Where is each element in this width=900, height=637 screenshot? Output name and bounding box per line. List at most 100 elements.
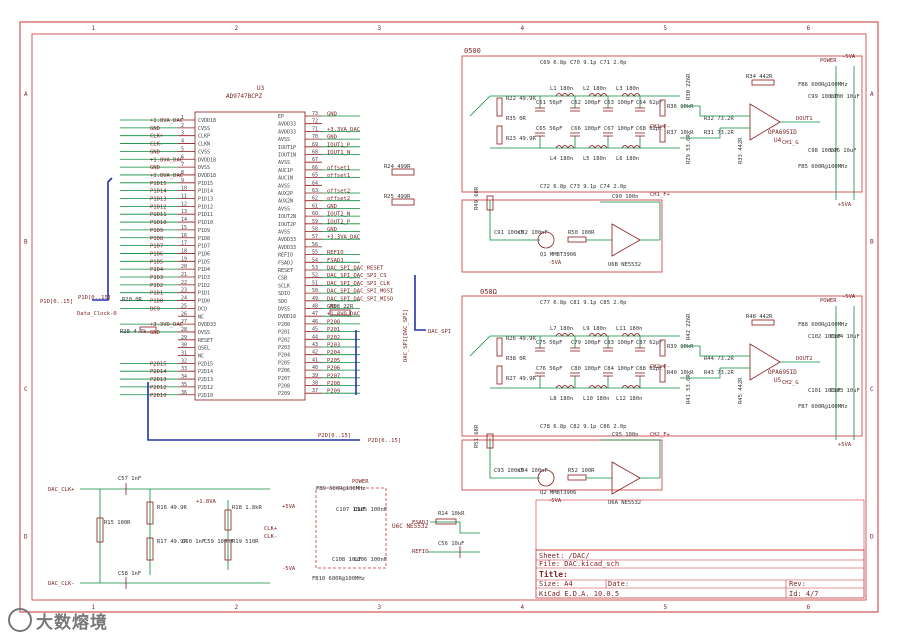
u3-pin-num: 11 — [181, 194, 187, 200]
u3-pin-name: P2D10 — [198, 393, 213, 399]
cap-bot-label: C82 9.1p — [570, 424, 597, 430]
u3-pin-name: P1D12 — [198, 204, 213, 210]
u3-pin-num: 65 — [312, 173, 318, 179]
tb-tool: KiCad E.D.A. 10.0.5 — [539, 590, 619, 598]
clock-input-network[interactable]: DAC_CLK+ DAC_CLK- R15 100R C57 1nF C58 1… — [48, 476, 278, 590]
u3-value: AD9747BCPZ — [226, 93, 263, 100]
power-box — [315, 487, 387, 569]
frame-col-bottom-3: 3 — [378, 604, 382, 611]
r19-resistor — [224, 539, 232, 561]
r15-label: R15 100R — [104, 520, 131, 526]
inductor-top — [555, 333, 575, 337]
tb-rev: Rev: — [789, 580, 806, 588]
r-amp-label: R44 73.2R — [704, 356, 734, 362]
power-filter[interactable]: POWER FB9 600R@100MHz +5VA C107 10uF C10… — [282, 479, 429, 582]
u3-pin-num: 61 — [312, 203, 318, 209]
u3-pin-name: P1D8 — [198, 236, 210, 242]
u3-net-label: GND — [327, 112, 337, 118]
opamp-ref: U4 — [774, 137, 782, 144]
r-term-label: R37 10kR — [667, 130, 694, 136]
u3-pin-num: 43 — [312, 342, 318, 348]
u3-pin-name: P200 — [278, 322, 290, 328]
u3-net-label: P1D3 — [150, 275, 163, 281]
u3-pin-name: P2D12 — [198, 385, 213, 391]
inductor-top-label: L1 180n — [550, 86, 573, 92]
u3-pin-num: 64 — [312, 180, 318, 186]
ch2-bias-box — [461, 439, 663, 491]
u3-pin-name: SDIO — [278, 291, 290, 297]
inductor-bot-label: L10 180n — [583, 396, 610, 402]
inductor-top — [588, 333, 608, 337]
out-gnd-label: CH1_G — [782, 140, 799, 146]
inductor-top-label: L11 180n — [616, 326, 643, 332]
r-fb-resistor — [751, 319, 775, 326]
u3-net-label: P205 — [327, 358, 340, 364]
r-amp-label: R33 442R — [738, 137, 744, 164]
inductor-bot-label: L6 180n — [616, 156, 639, 162]
u3-pin-name: FSADJ — [278, 260, 293, 266]
clk-vcc-label: +1.8VA — [196, 499, 217, 505]
r-fb-label: R48 442R — [746, 314, 773, 320]
r-in-resistor — [496, 337, 503, 357]
u3-net-label: GND — [150, 126, 160, 132]
dac-clk-n-label: DAC_CLK- — [48, 581, 75, 587]
title-block: Sheet: /DAC/ File: DAC.kicad_sch Title: … — [535, 499, 865, 599]
u3-pin-num: 17 — [181, 241, 187, 247]
u3-pin-num: 34 — [181, 374, 187, 380]
u3-net-label: GND — [327, 135, 337, 141]
clk-out-n-label: CLK- — [264, 534, 277, 540]
u3-body — [194, 111, 306, 401]
bias-cfb-label: C95 100n — [612, 432, 639, 438]
inner-frame — [31, 33, 867, 601]
r-amp-label: R43 73.2R — [704, 370, 734, 376]
u3-pin-name: CVSS — [198, 149, 210, 155]
cap-top-label: C77 6.8p — [540, 300, 567, 306]
reference-network[interactable]: FSADJ R14 10kR REFIO C56 10uF — [412, 511, 480, 558]
u3-net-label: P1D1 — [150, 291, 163, 297]
shunt-bot-label: C80 100pF — [571, 366, 601, 372]
u3-pin-num: 70 — [312, 134, 318, 140]
bias-opamp-label: U6B NE5532 — [608, 262, 641, 268]
u3-net-label: P1D10 — [150, 220, 167, 226]
decap-label: C104 10uF — [830, 334, 860, 340]
u3-pin-name: IOUT2P — [278, 222, 296, 228]
shunt-bot-label: C84 100pF — [604, 366, 634, 372]
u3-pin-name: CLKN — [198, 142, 210, 148]
u3-pin-name: P209 — [278, 391, 290, 397]
r-in-label: R26 49.9R — [506, 336, 536, 342]
u3-pin-name: REFIO — [278, 253, 293, 259]
cap-top-label: C81 9.1p — [570, 300, 597, 306]
r20-label: R20 0R — [122, 297, 143, 303]
u3-net-label: DAC_SPI_DAC_SPI_CS — [327, 273, 387, 279]
u3-pin-num: 72 — [312, 119, 318, 125]
cap-bot-label: C86 2.0p — [600, 424, 627, 430]
u3-pin-name: P1D3 — [198, 275, 210, 281]
u3-pin-num: 45 — [312, 327, 318, 333]
title-block-upper — [535, 499, 865, 551]
u3-pin-num: 49 — [312, 296, 318, 302]
decap-label: C101 100nF — [808, 388, 841, 394]
watermark-logo-icon — [8, 608, 32, 632]
u3-pin-num: 67 — [312, 157, 318, 163]
r17-label: R17 49.9R — [157, 539, 187, 545]
ferrite-label: FB5 600R@100MHz — [798, 164, 848, 170]
clk-out-p-label: CLK+ — [264, 526, 278, 532]
r-amp-label: R30 226R — [686, 73, 692, 100]
p1d-bus-line — [92, 177, 113, 301]
p1d-bus-label: P1D[0..15] — [78, 295, 111, 301]
inductor-bot — [588, 145, 608, 149]
u3-pin-num: 6 — [181, 154, 184, 160]
u3-pin-num: 8 — [181, 170, 184, 176]
c56-label: C56 10uF — [438, 541, 465, 547]
inductor-bot-label: L5 180n — [583, 156, 606, 162]
u3-pin-name: P208 — [278, 384, 290, 390]
r25-resistor — [391, 198, 415, 206]
